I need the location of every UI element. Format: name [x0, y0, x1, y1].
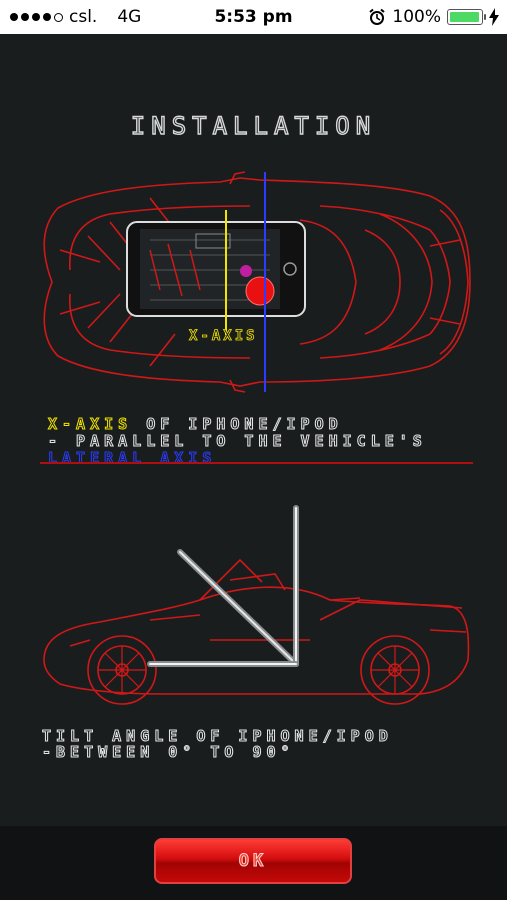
page-title: INSTALLATION	[130, 111, 377, 140]
carrier-name: csl.	[69, 7, 98, 27]
caption-bottom-line2: -BETWEEN 0° TO 90°	[42, 743, 295, 762]
section-divider	[40, 462, 473, 464]
caption-x-axis-highlight: X-AXIS	[47, 415, 133, 434]
battery-percent: 100%	[392, 7, 441, 27]
ok-button-label: OK	[238, 851, 268, 872]
network-type: 4G	[117, 7, 142, 27]
status-right: 100%	[368, 7, 499, 27]
caption-bottom-line1: TILT ANGLE OF IPHONE/IPOD	[42, 727, 393, 746]
x-axis-label: X-AXIS	[189, 328, 258, 344]
caption-x-axis-rest: OF IPHONE/IPOD	[132, 415, 343, 434]
signal-dots-icon	[10, 12, 63, 22]
battery-fill	[450, 12, 479, 22]
charging-bolt-icon	[489, 8, 499, 26]
status-left: csl. 4G	[10, 7, 141, 27]
caption-top-line2: - PARALLEL TO THE VEHICLE'S	[48, 432, 427, 451]
alarm-clock-icon	[369, 8, 386, 25]
status-time: 5:53 pm	[214, 7, 293, 27]
ok-button[interactable]: OK	[154, 838, 352, 884]
caption-top-line1: X-AXIS OF IPHONE/IPOD	[47, 415, 343, 434]
car-side-view-illustration	[43, 505, 470, 705]
status-bar: csl. 4G 5:53 pm 100%	[0, 0, 507, 34]
battery-icon	[447, 9, 486, 25]
car-top-view-illustration: X-AXIS	[43, 171, 471, 393]
